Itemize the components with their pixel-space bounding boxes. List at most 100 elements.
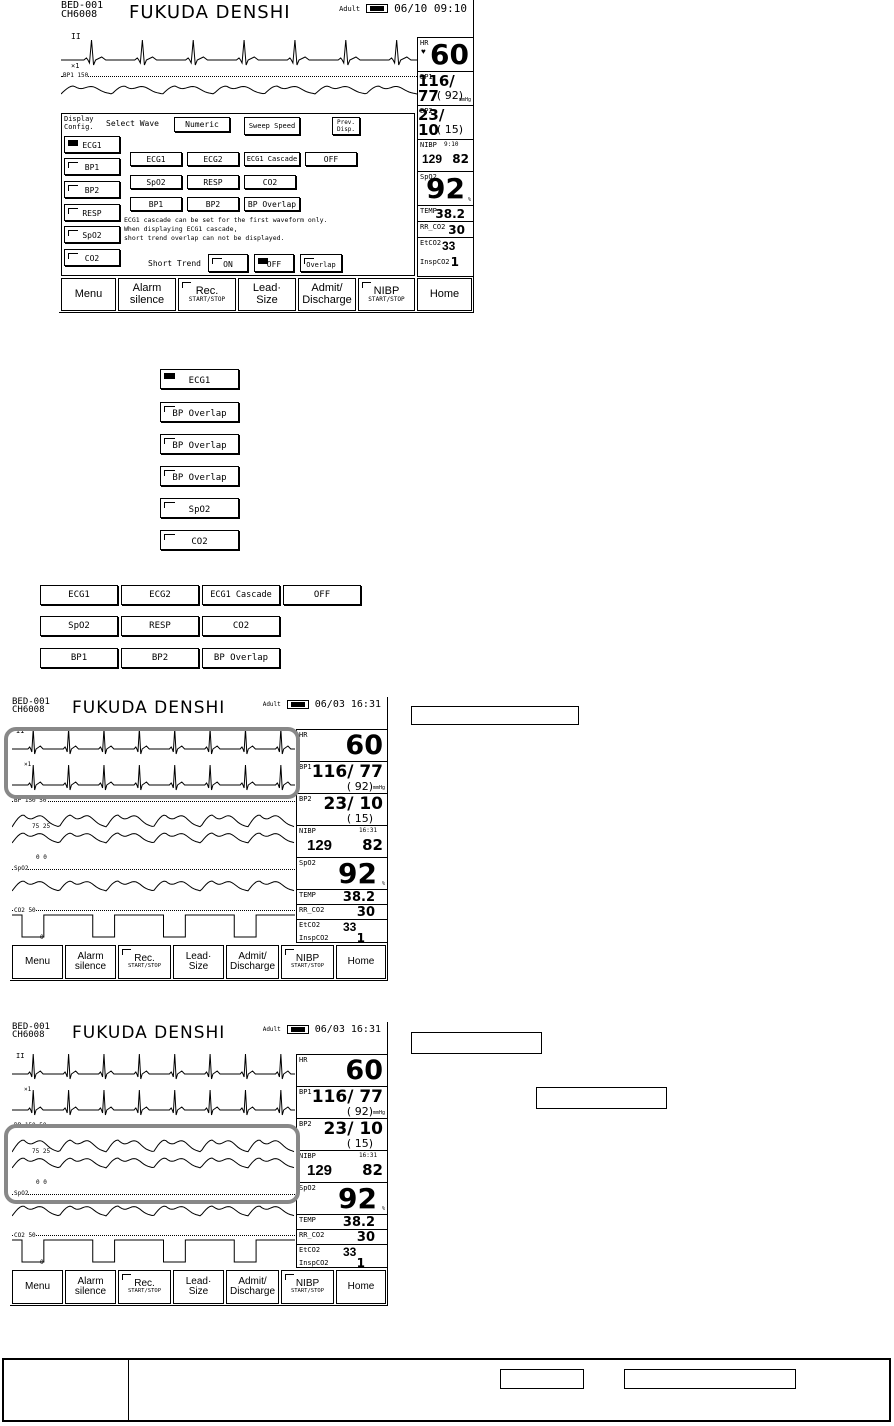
bp1-unit: mmHg: [458, 97, 471, 103]
choice-resp[interactable]: RESP: [187, 175, 239, 189]
nibp-box: NIBP 16:31 129 82: [296, 1150, 388, 1182]
nibp-box: NIBP 16:31 129 82: [296, 825, 388, 857]
patient-mode: Adult: [262, 701, 281, 708]
select-wave-label: Select Wave: [106, 119, 159, 128]
softkey-rec[interactable]: Rec.START/STOP: [118, 945, 171, 979]
hr-label: HR: [420, 39, 429, 47]
slot-button-6[interactable]: CO2: [64, 249, 120, 266]
softkey-admit-discharge[interactable]: Admit/Discharge: [226, 1270, 279, 1304]
trend-off-button[interactable]: OFF: [254, 254, 294, 272]
rr-label: RR_CO2: [299, 906, 325, 914]
softkey-admit-discharge[interactable]: Admit/Discharge: [298, 278, 356, 311]
softkey-menu[interactable]: Menu: [12, 1270, 63, 1304]
lead-label: II: [16, 727, 25, 735]
rr-box: RR_CO2 30: [296, 904, 388, 919]
co2-zero-label: 0: [40, 934, 44, 941]
grid-ecg1-cascade[interactable]: ECG1 Cascade: [202, 585, 280, 605]
grid-ecg1[interactable]: ECG1: [40, 585, 118, 605]
panel-title: Display Config.: [64, 115, 94, 131]
softkey-home[interactable]: Home: [336, 1270, 386, 1304]
softkey-home[interactable]: Home: [417, 278, 472, 311]
softkey-admit-discharge[interactable]: Admit/Discharge: [226, 945, 279, 979]
ecg-wave: II ×1: [61, 32, 417, 72]
choice-spo2[interactable]: SpO2: [130, 175, 182, 189]
slot-button-1[interactable]: ECG1: [64, 136, 120, 153]
slot-enlarged-4[interactable]: BP Overlap: [160, 466, 239, 486]
etco2-value: 33: [442, 239, 456, 253]
sweep-speed-button[interactable]: Sweep Speed: [244, 117, 300, 135]
grid-ecg2[interactable]: ECG2: [121, 585, 199, 605]
etco2-value: 33: [343, 1245, 357, 1259]
softkey-rec[interactable]: Rec.START/STOP: [178, 278, 236, 311]
choice-co2[interactable]: CO2: [244, 175, 296, 189]
brand-title: FUKUDA DENSHI: [129, 2, 291, 23]
choice-bp2[interactable]: BP2: [187, 197, 239, 211]
lead-label: II: [16, 1052, 25, 1060]
slot-enlarged-6[interactable]: CO2: [160, 530, 239, 550]
etco2-box: EtCO2 33 InspCO2 1: [417, 237, 474, 277]
temp-label: TEMP: [420, 207, 437, 215]
spo2-label: SpO2: [299, 1184, 316, 1192]
slot-enlarged-5[interactable]: SpO2: [160, 498, 239, 518]
spo2-trace: [12, 880, 295, 892]
softkey-lead-size[interactable]: Lead·Size: [173, 945, 224, 979]
grid-bp2[interactable]: BP2: [121, 648, 199, 668]
etco2-box: EtCO2 33 InspCO2 1: [296, 919, 388, 944]
rr-value: 30: [356, 1230, 375, 1245]
softkey-lead-size[interactable]: Lead·Size: [238, 278, 296, 311]
slot-button-2[interactable]: BP1: [64, 158, 120, 175]
rr-value: 30: [448, 223, 465, 237]
trend-on-button[interactable]: ON: [208, 254, 248, 272]
slot-button-4[interactable]: RESP: [64, 204, 120, 221]
slot-button-5[interactable]: SpO2: [64, 226, 120, 243]
note-table-divider: [128, 1360, 129, 1420]
etco2-label: EtCO2: [420, 239, 442, 247]
spo2-unit: %: [381, 1206, 385, 1212]
slot-enlarged-3[interactable]: BP Overlap: [160, 434, 239, 454]
short-trend-label: Short Trend: [148, 259, 201, 268]
softkey-home[interactable]: Home: [336, 945, 386, 979]
grid-bp1[interactable]: BP1: [40, 648, 118, 668]
prev-disp-button[interactable]: Prev. Disp.: [332, 117, 360, 135]
bp-trace: [61, 85, 417, 95]
rr-label: RR_CO2: [420, 223, 446, 231]
choice-bp1[interactable]: BP1: [130, 197, 182, 211]
bp1-box: BP1 116/ 77 ( 92) mmHg: [417, 71, 474, 105]
nibp-sys: 129: [307, 1162, 333, 1179]
numeric-button[interactable]: Numeric: [174, 117, 230, 132]
slot-enlarged-2[interactable]: BP Overlap: [160, 402, 239, 422]
grid-off[interactable]: OFF: [283, 585, 361, 605]
grid-spo2[interactable]: SpO2: [40, 616, 118, 636]
choice-off[interactable]: OFF: [305, 152, 357, 166]
softkey-rec[interactable]: Rec.START/STOP: [118, 1270, 171, 1304]
softkey-menu[interactable]: Menu: [12, 945, 63, 979]
choice-ecg1-cascade[interactable]: ECG1 Cascade: [244, 152, 300, 166]
choice-ecg1[interactable]: ECG1: [130, 152, 182, 166]
softkey-lead-size[interactable]: Lead·Size: [173, 1270, 224, 1304]
grid-resp[interactable]: RESP: [121, 616, 199, 636]
slot-enlarged-1[interactable]: ECG1: [160, 369, 239, 389]
nibp-time: 9:10: [444, 141, 459, 148]
ecg-trace: [12, 764, 295, 791]
gain-label: ×1: [71, 62, 80, 70]
trend-overlap-button[interactable]: Overlap: [300, 254, 342, 272]
bp-wave: BP1 150: [61, 72, 417, 112]
hr-value: 60: [345, 730, 383, 761]
softkey-menu[interactable]: Menu: [61, 278, 116, 311]
grid-co2[interactable]: CO2: [202, 616, 280, 636]
hr-label: HR: [299, 731, 308, 739]
slot-button-3[interactable]: BP2: [64, 181, 120, 198]
temp-label: TEMP: [299, 891, 316, 899]
grid-bp-overlap[interactable]: BP Overlap: [202, 648, 280, 668]
zero-label: 0 0: [36, 854, 47, 861]
choice-ecg2[interactable]: ECG2: [187, 152, 239, 166]
battery-icon: [286, 700, 309, 709]
choice-bp-overlap[interactable]: BP Overlap: [244, 197, 300, 211]
bp1-box: BP1 116/ 77 ( 92) mmHg: [296, 761, 388, 793]
